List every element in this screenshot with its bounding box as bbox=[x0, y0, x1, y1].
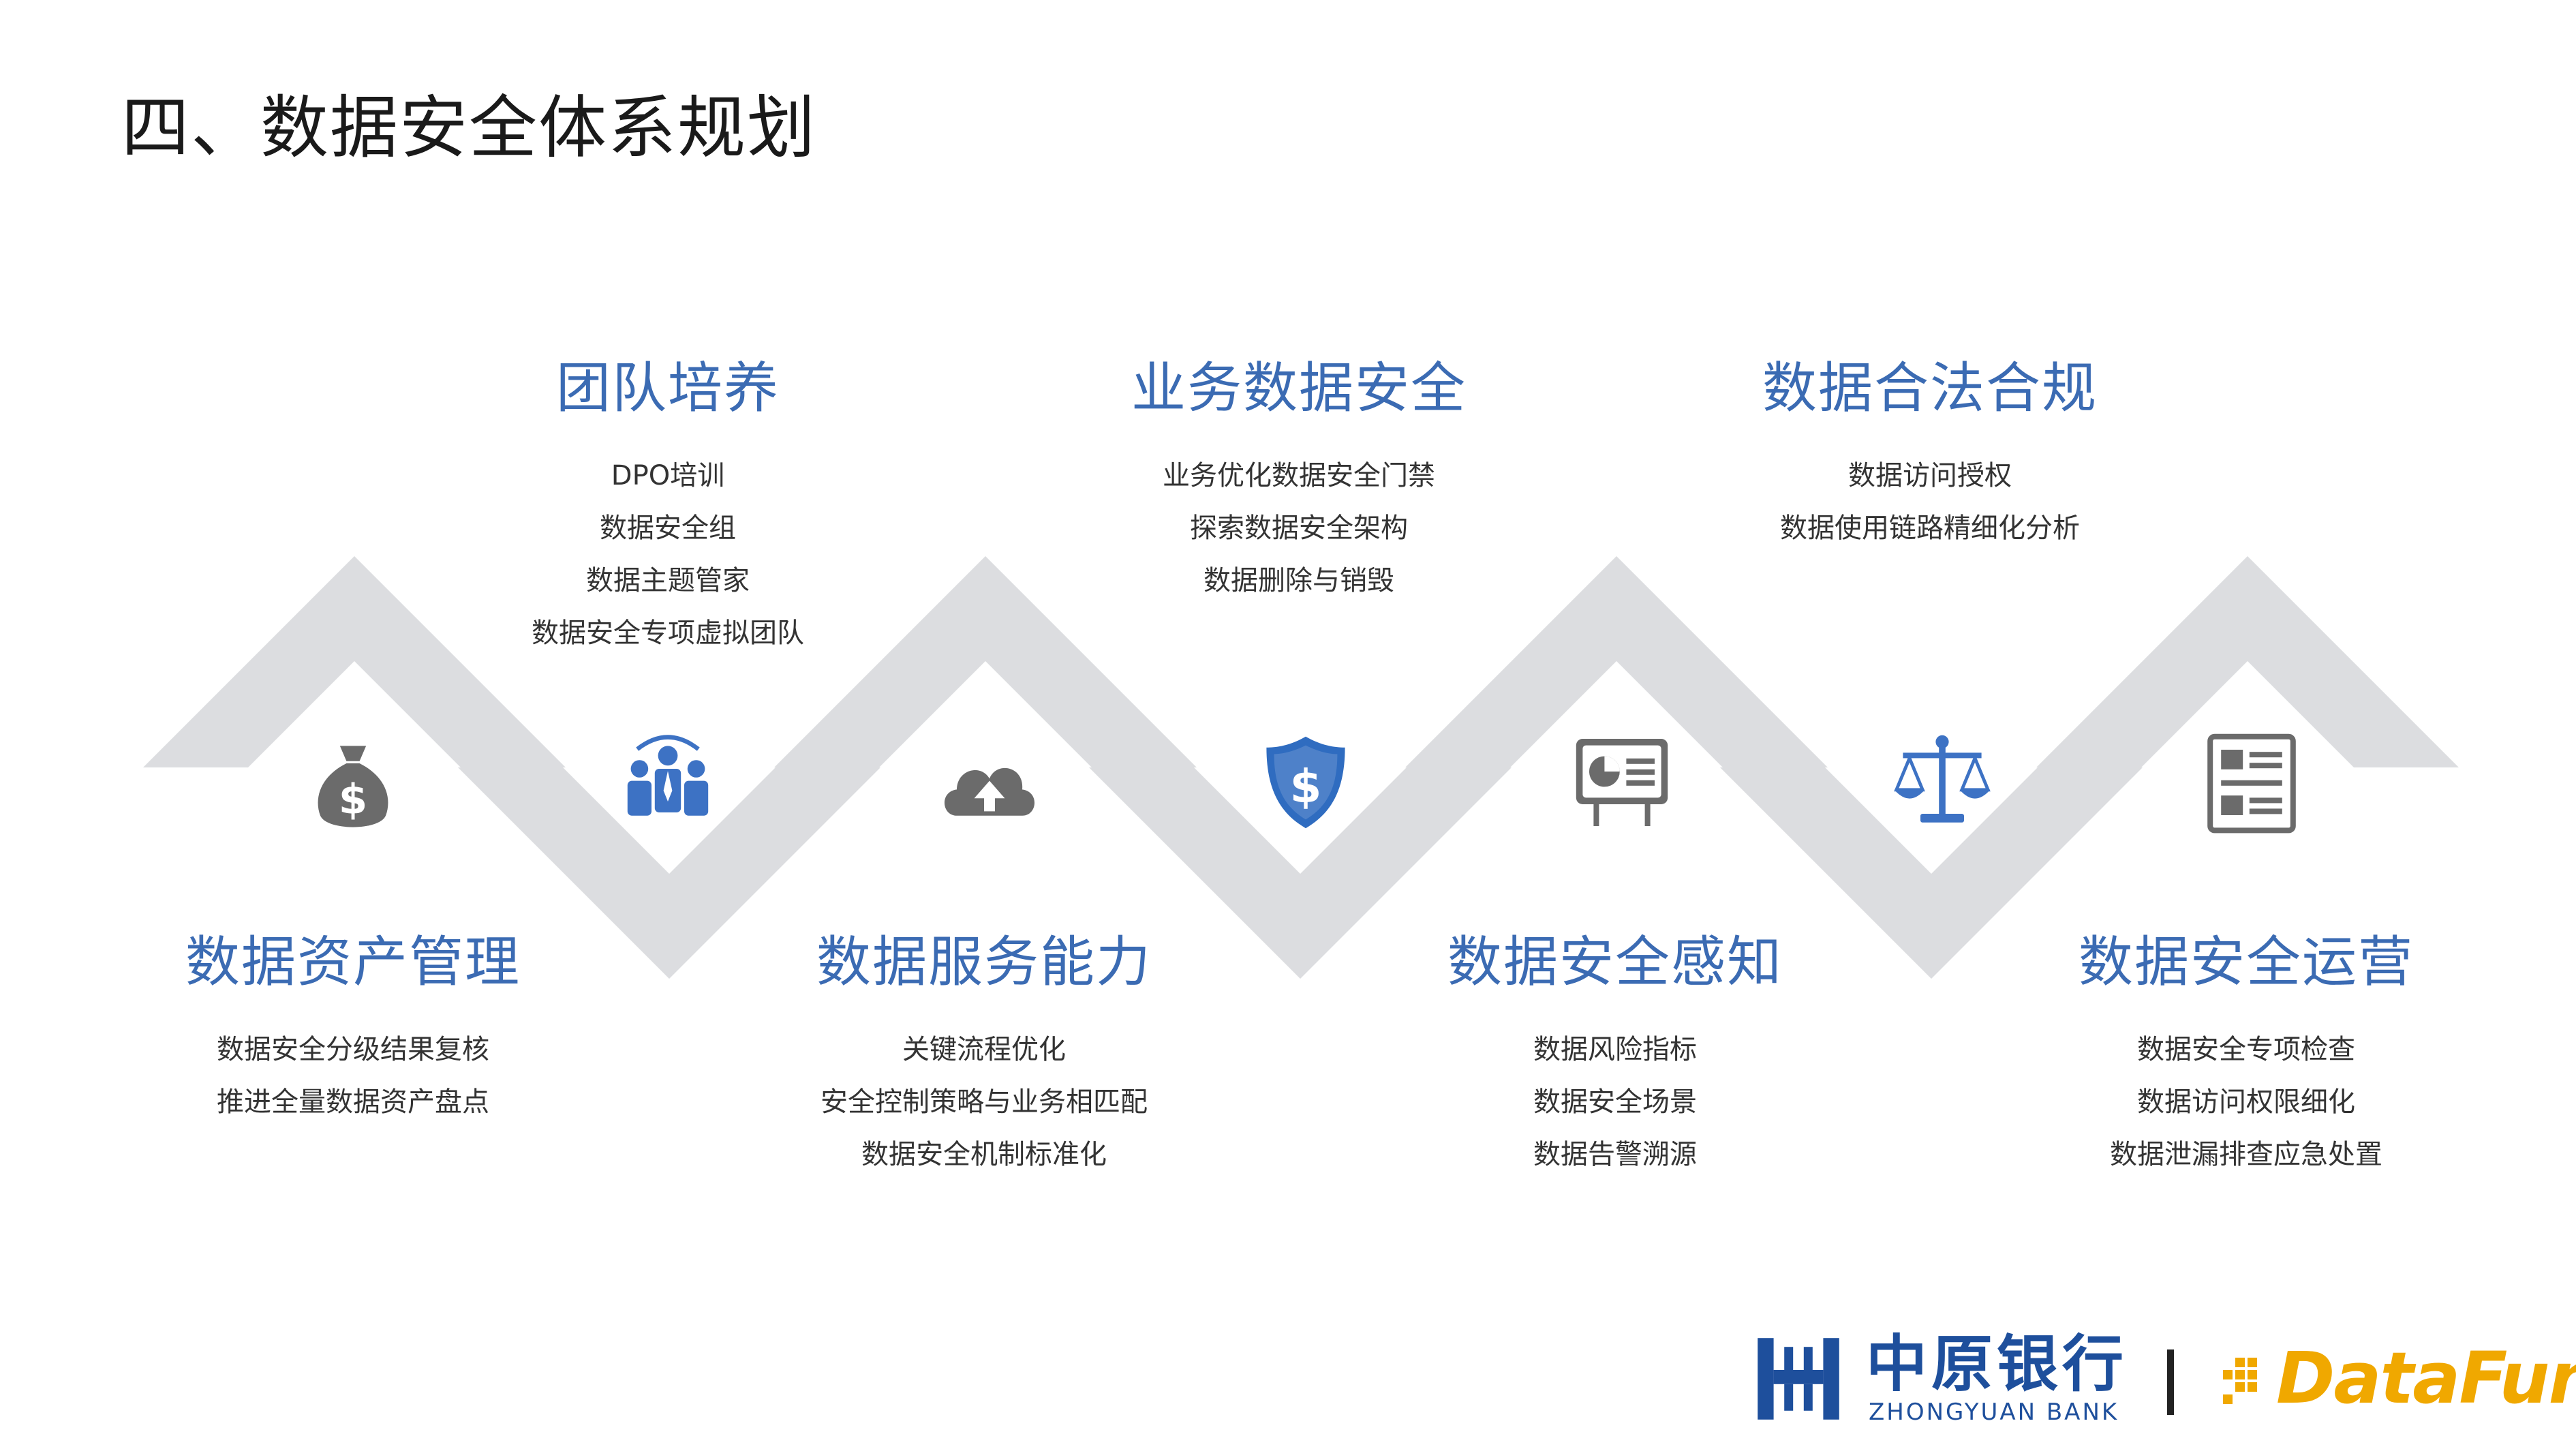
chevron-up-2 bbox=[774, 556, 1197, 767]
svg-text:$: $ bbox=[339, 776, 367, 824]
block-heading: 数据合法合规 bbox=[1762, 356, 2098, 420]
chevron-down-2 bbox=[1089, 767, 1512, 979]
block-heading: 数据安全感知 bbox=[1447, 930, 1783, 994]
block-item: 数据删除与销毁 bbox=[1203, 565, 1394, 596]
scales-icon bbox=[1888, 727, 1997, 836]
block-item: 数据访问授权 bbox=[1848, 460, 2012, 491]
block-heading: 数据资产管理 bbox=[185, 930, 521, 994]
money-bag-icon: $ bbox=[298, 731, 408, 840]
block-data-security-perception: 数据安全感知 数据风险指标 数据安全场景 数据告警溯源 bbox=[1370, 928, 1860, 1181]
block-item: 数据安全专项检查 bbox=[2137, 1034, 2355, 1065]
block-item: 数据安全分级结果复核 bbox=[217, 1034, 489, 1065]
block-item: 数据安全机制标准化 bbox=[861, 1139, 1107, 1170]
chevron-up-3 bbox=[1405, 556, 1828, 767]
bank-name-cn: 中原银行 bbox=[1866, 1328, 2128, 1400]
bank-name-en: ZHONGYUAN BANK bbox=[1869, 1399, 2119, 1426]
block-item: 数据访问权限细化 bbox=[2137, 1086, 2355, 1118]
block-heading: 数据服务能力 bbox=[816, 930, 1152, 994]
chevron-up-4 bbox=[2036, 556, 2459, 767]
datafun-logo-icon bbox=[2215, 1351, 2290, 1412]
bank-logo-icon bbox=[1754, 1334, 1843, 1423]
block-data-asset-management: 数据资产管理 数据安全分级结果复核 推进全量数据资产盘点 bbox=[108, 928, 598, 1129]
shield-dollar-icon: $ bbox=[1251, 728, 1360, 837]
block-item: 数据泄漏排查应急处置 bbox=[2110, 1139, 2382, 1170]
document-list-icon bbox=[2197, 728, 2306, 837]
block-item: 业务优化数据安全门禁 bbox=[1163, 460, 1435, 491]
block-item: 数据使用链路精细化分析 bbox=[1780, 513, 2080, 544]
block-item: 安全控制策略与业务相匹配 bbox=[821, 1086, 1148, 1118]
cloud-upload-icon bbox=[935, 731, 1044, 840]
block-item: 推进全量数据资产盘点 bbox=[217, 1086, 489, 1118]
block-heading: 业务数据安全 bbox=[1131, 356, 1467, 420]
block-item: 数据风险指标 bbox=[1533, 1034, 1697, 1065]
block-item: 关键流程优化 bbox=[902, 1034, 1066, 1065]
block-team-training: 团队培养 DPO培训 数据安全组 数据主题管家 数据安全专项虚拟团队 bbox=[423, 354, 913, 660]
block-item: 数据安全场景 bbox=[1533, 1086, 1697, 1118]
chevron-down-1 bbox=[458, 767, 880, 979]
chevron-up-1 bbox=[143, 556, 566, 767]
block-heading: 数据安全运营 bbox=[2079, 930, 2414, 994]
datafun-wordmark: DataFun. bbox=[2276, 1337, 2576, 1420]
block-item: 探索数据安全架构 bbox=[1190, 513, 1408, 544]
block-item: DPO培训 bbox=[611, 460, 725, 491]
footer-divider bbox=[2167, 1349, 2174, 1415]
block-data-security-operations: 数据安全运营 数据安全专项检查 数据访问权限细化 数据泄漏排查应急处置 bbox=[2001, 928, 2491, 1181]
team-icon bbox=[613, 725, 722, 834]
svg-text:$: $ bbox=[1290, 760, 1322, 813]
block-data-compliance: 数据合法合规 数据访问授权 数据使用链路精细化分析 bbox=[1685, 354, 2175, 555]
block-heading: 团队培养 bbox=[556, 356, 780, 420]
block-item: 数据安全专项虚拟团队 bbox=[532, 617, 804, 649]
block-item: 数据安全组 bbox=[600, 513, 736, 544]
block-data-service-capability: 数据服务能力 关键流程优化 安全控制策略与业务相匹配 数据安全机制标准化 bbox=[739, 928, 1229, 1181]
chevron-down-3 bbox=[1720, 767, 2143, 979]
block-item: 数据告警溯源 bbox=[1533, 1139, 1697, 1170]
block-item: 数据主题管家 bbox=[586, 565, 750, 596]
block-business-data-security: 业务数据安全 业务优化数据安全门禁 探索数据安全架构 数据删除与销毁 bbox=[1054, 354, 1544, 607]
page-title: 四、数据安全体系规划 bbox=[121, 88, 816, 168]
presentation-chart-icon bbox=[1567, 728, 1676, 837]
